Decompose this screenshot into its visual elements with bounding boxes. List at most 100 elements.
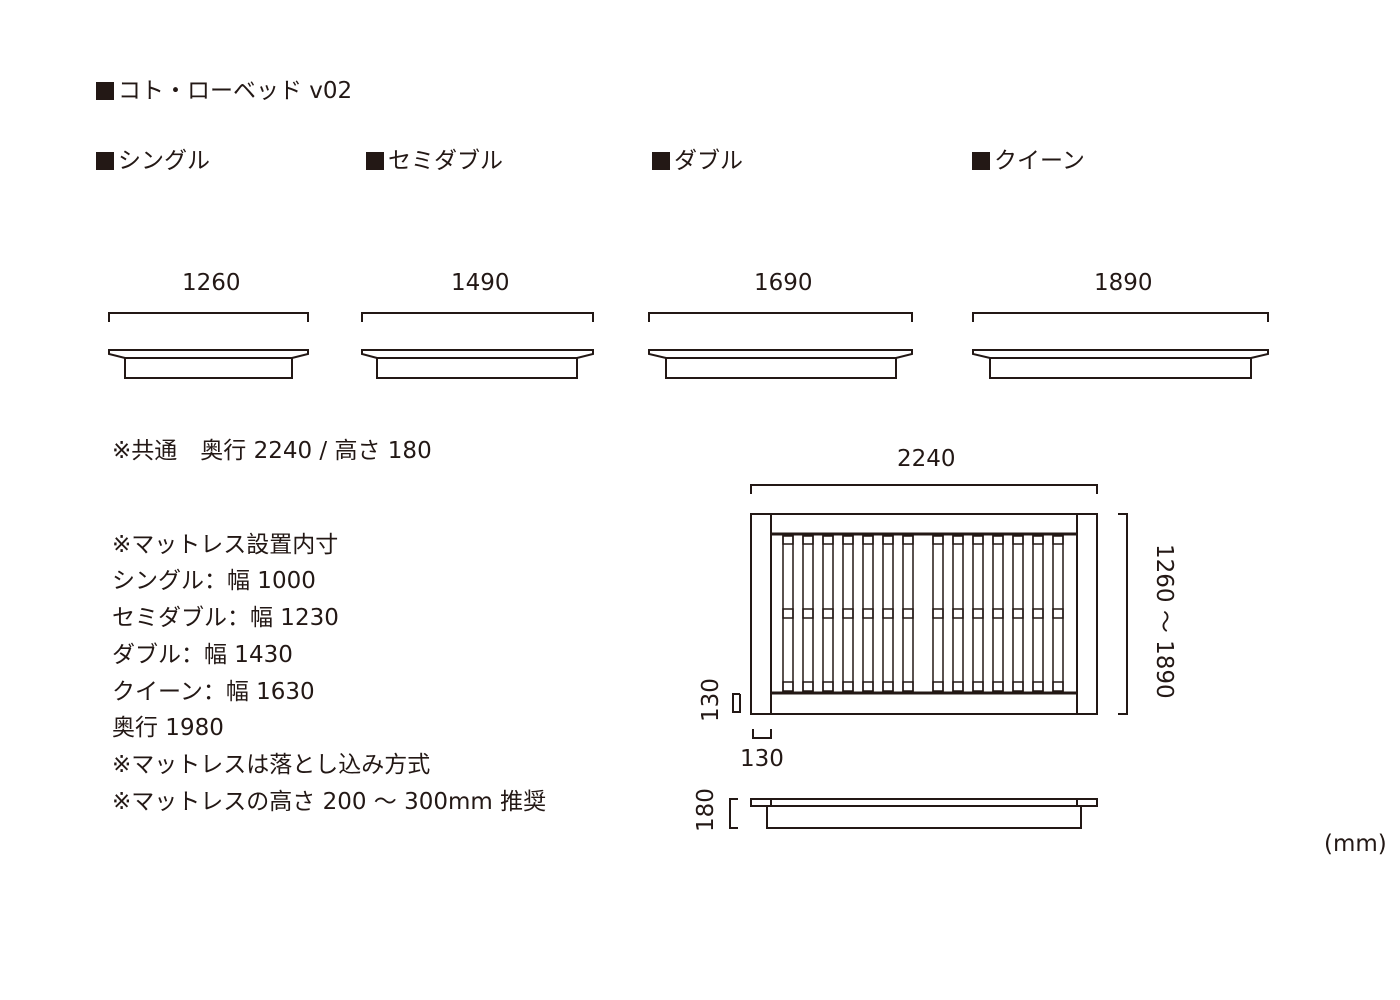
slat-batten	[1052, 535, 1064, 545]
slat-batten	[932, 608, 944, 619]
slat-batten	[902, 535, 914, 545]
slat-batten	[822, 608, 834, 619]
slat	[1032, 533, 1044, 694]
slat	[822, 533, 834, 694]
slat-batten	[952, 608, 964, 619]
bed-base-profile	[376, 357, 578, 379]
slat-batten	[972, 608, 984, 619]
slat-batten	[862, 535, 874, 545]
mattress-note: クイーン：幅 1630	[112, 679, 315, 705]
slat-batten	[992, 608, 1004, 619]
size-heading-double: ダブル	[652, 150, 743, 173]
dimension-line	[1118, 513, 1128, 715]
slat	[932, 533, 944, 694]
slat-batten	[882, 535, 894, 545]
size-name: シングル	[118, 148, 210, 174]
dim-width-single: 1260	[182, 270, 241, 296]
slat	[842, 533, 854, 694]
dim-length: 2240	[897, 446, 956, 472]
mattress-note: 奥行 1980	[112, 715, 224, 741]
bed-top-profile	[648, 349, 913, 359]
dim-width-queen: 1890	[1094, 270, 1153, 296]
slat	[1052, 533, 1064, 694]
mattress-note: ※マットレス設置内寸	[112, 532, 339, 558]
slat-batten	[822, 535, 834, 545]
slat-batten	[862, 681, 874, 692]
slat-batten	[972, 681, 984, 692]
mattress-note: セミダブル：幅 1230	[112, 605, 339, 631]
slat	[1012, 533, 1024, 694]
slat-batten	[802, 535, 814, 545]
common-note: ※共通 奥行 2240 / 高さ 180	[112, 438, 432, 464]
slat-batten	[862, 608, 874, 619]
dim-post-width: 130	[740, 746, 784, 772]
rail-dim-bracket	[732, 693, 741, 713]
slat-batten	[842, 608, 854, 619]
bed-base-profile	[665, 357, 897, 379]
slat-batten	[842, 535, 854, 545]
slat-batten	[882, 608, 894, 619]
slat	[862, 533, 874, 694]
bullet-square-icon	[96, 82, 114, 100]
slat-batten	[902, 681, 914, 692]
mattress-note: ※マットレスの高さ 200 ～ 300mm 推奨	[112, 789, 547, 815]
size-heading-semidouble: セミダブル	[366, 150, 503, 173]
slat-batten	[1012, 608, 1024, 619]
slat-batten	[1052, 608, 1064, 619]
slat-batten	[802, 608, 814, 619]
mattress-note: ダブル：幅 1430	[112, 642, 293, 668]
dim-rail-width: 130	[698, 678, 724, 722]
dim-width-semidouble: 1490	[451, 270, 510, 296]
dim-width-double: 1690	[754, 270, 813, 296]
size-heading-queen: クイーン	[972, 150, 1085, 173]
frame-outline	[750, 513, 1098, 715]
bullet-square-icon	[366, 152, 384, 170]
slat-batten	[952, 681, 964, 692]
slat-batten	[842, 681, 854, 692]
slat-batten	[972, 535, 984, 545]
bed-top-profile	[108, 349, 309, 359]
slat	[992, 533, 1004, 694]
title-text: コト・ローベッド v02	[118, 78, 353, 104]
slat-batten	[1052, 681, 1064, 692]
slat-batten	[1032, 681, 1044, 692]
slat-batten	[1032, 608, 1044, 619]
post-dim-bracket	[752, 729, 772, 739]
slat-batten	[992, 535, 1004, 545]
size-name: ダブル	[674, 148, 743, 174]
mattress-note: ※マットレスは落とし込み方式	[112, 752, 431, 778]
slat-batten	[782, 681, 794, 692]
slat	[902, 533, 914, 694]
size-name: セミダブル	[388, 148, 503, 174]
bullet-square-icon	[652, 152, 670, 170]
slat-batten	[992, 681, 1004, 692]
slat	[782, 533, 794, 694]
mattress-note: シングル：幅 1000	[112, 568, 316, 594]
page-title: コト・ローベッド v02	[96, 80, 352, 103]
dimension-line	[361, 312, 594, 322]
dim-width-range: 1260 ～ 1890	[1151, 544, 1177, 699]
bullet-square-icon	[972, 152, 990, 170]
slat-batten	[932, 535, 944, 545]
slat-batten	[1012, 535, 1024, 545]
side-base	[766, 805, 1082, 829]
side-top-board	[750, 798, 1098, 807]
dimension-line	[750, 484, 1098, 494]
slat-batten	[782, 608, 794, 619]
size-heading-single: シングル	[96, 150, 210, 173]
dim-height: 180	[693, 788, 719, 832]
slat-batten	[952, 535, 964, 545]
dimension-line	[648, 312, 913, 322]
height-dim-bracket	[729, 798, 738, 829]
slat-batten	[902, 608, 914, 619]
slat-batten	[802, 681, 814, 692]
bed-base-profile	[124, 357, 293, 379]
slat	[802, 533, 814, 694]
unit-label: (mm)	[1324, 831, 1387, 857]
bullet-square-icon	[96, 152, 114, 170]
slat	[952, 533, 964, 694]
dimension-line	[108, 312, 309, 322]
slat	[972, 533, 984, 694]
